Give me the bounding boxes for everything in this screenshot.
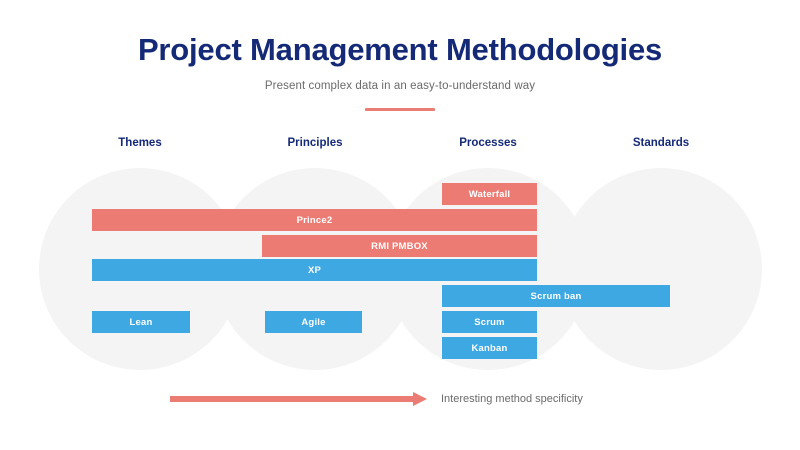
bar-rmi-pmbox[interactable]: RMI PMBOX	[262, 235, 537, 257]
arrow-shaft	[170, 396, 416, 402]
bar-kanban[interactable]: Kanban	[442, 337, 537, 359]
bar-agile[interactable]: Agile	[265, 311, 362, 333]
bar-scrum[interactable]: Scrum	[442, 311, 537, 333]
bar-lean[interactable]: Lean	[92, 311, 190, 333]
bar-prince2[interactable]: Prince2	[92, 209, 537, 231]
specificity-arrow	[170, 392, 430, 406]
title-divider	[365, 108, 435, 111]
column-header-standards: Standards	[632, 137, 690, 149]
page-title: Project Management Methodologies	[137, 32, 663, 67]
bar-xp[interactable]: XP	[92, 259, 537, 281]
arrow-label: Interesting method specificity	[441, 393, 583, 405]
arrow-head-icon	[413, 392, 427, 406]
page-subtitle: Present complex data in an easy-to-under…	[264, 80, 536, 92]
column-header-processes: Processes	[459, 137, 517, 149]
column-header-themes: Themes	[118, 137, 162, 149]
bar-waterfall[interactable]: Waterfall	[442, 183, 537, 205]
column-header-principles: Principles	[287, 137, 343, 149]
bar-scrum-ban[interactable]: Scrum ban	[442, 285, 670, 307]
